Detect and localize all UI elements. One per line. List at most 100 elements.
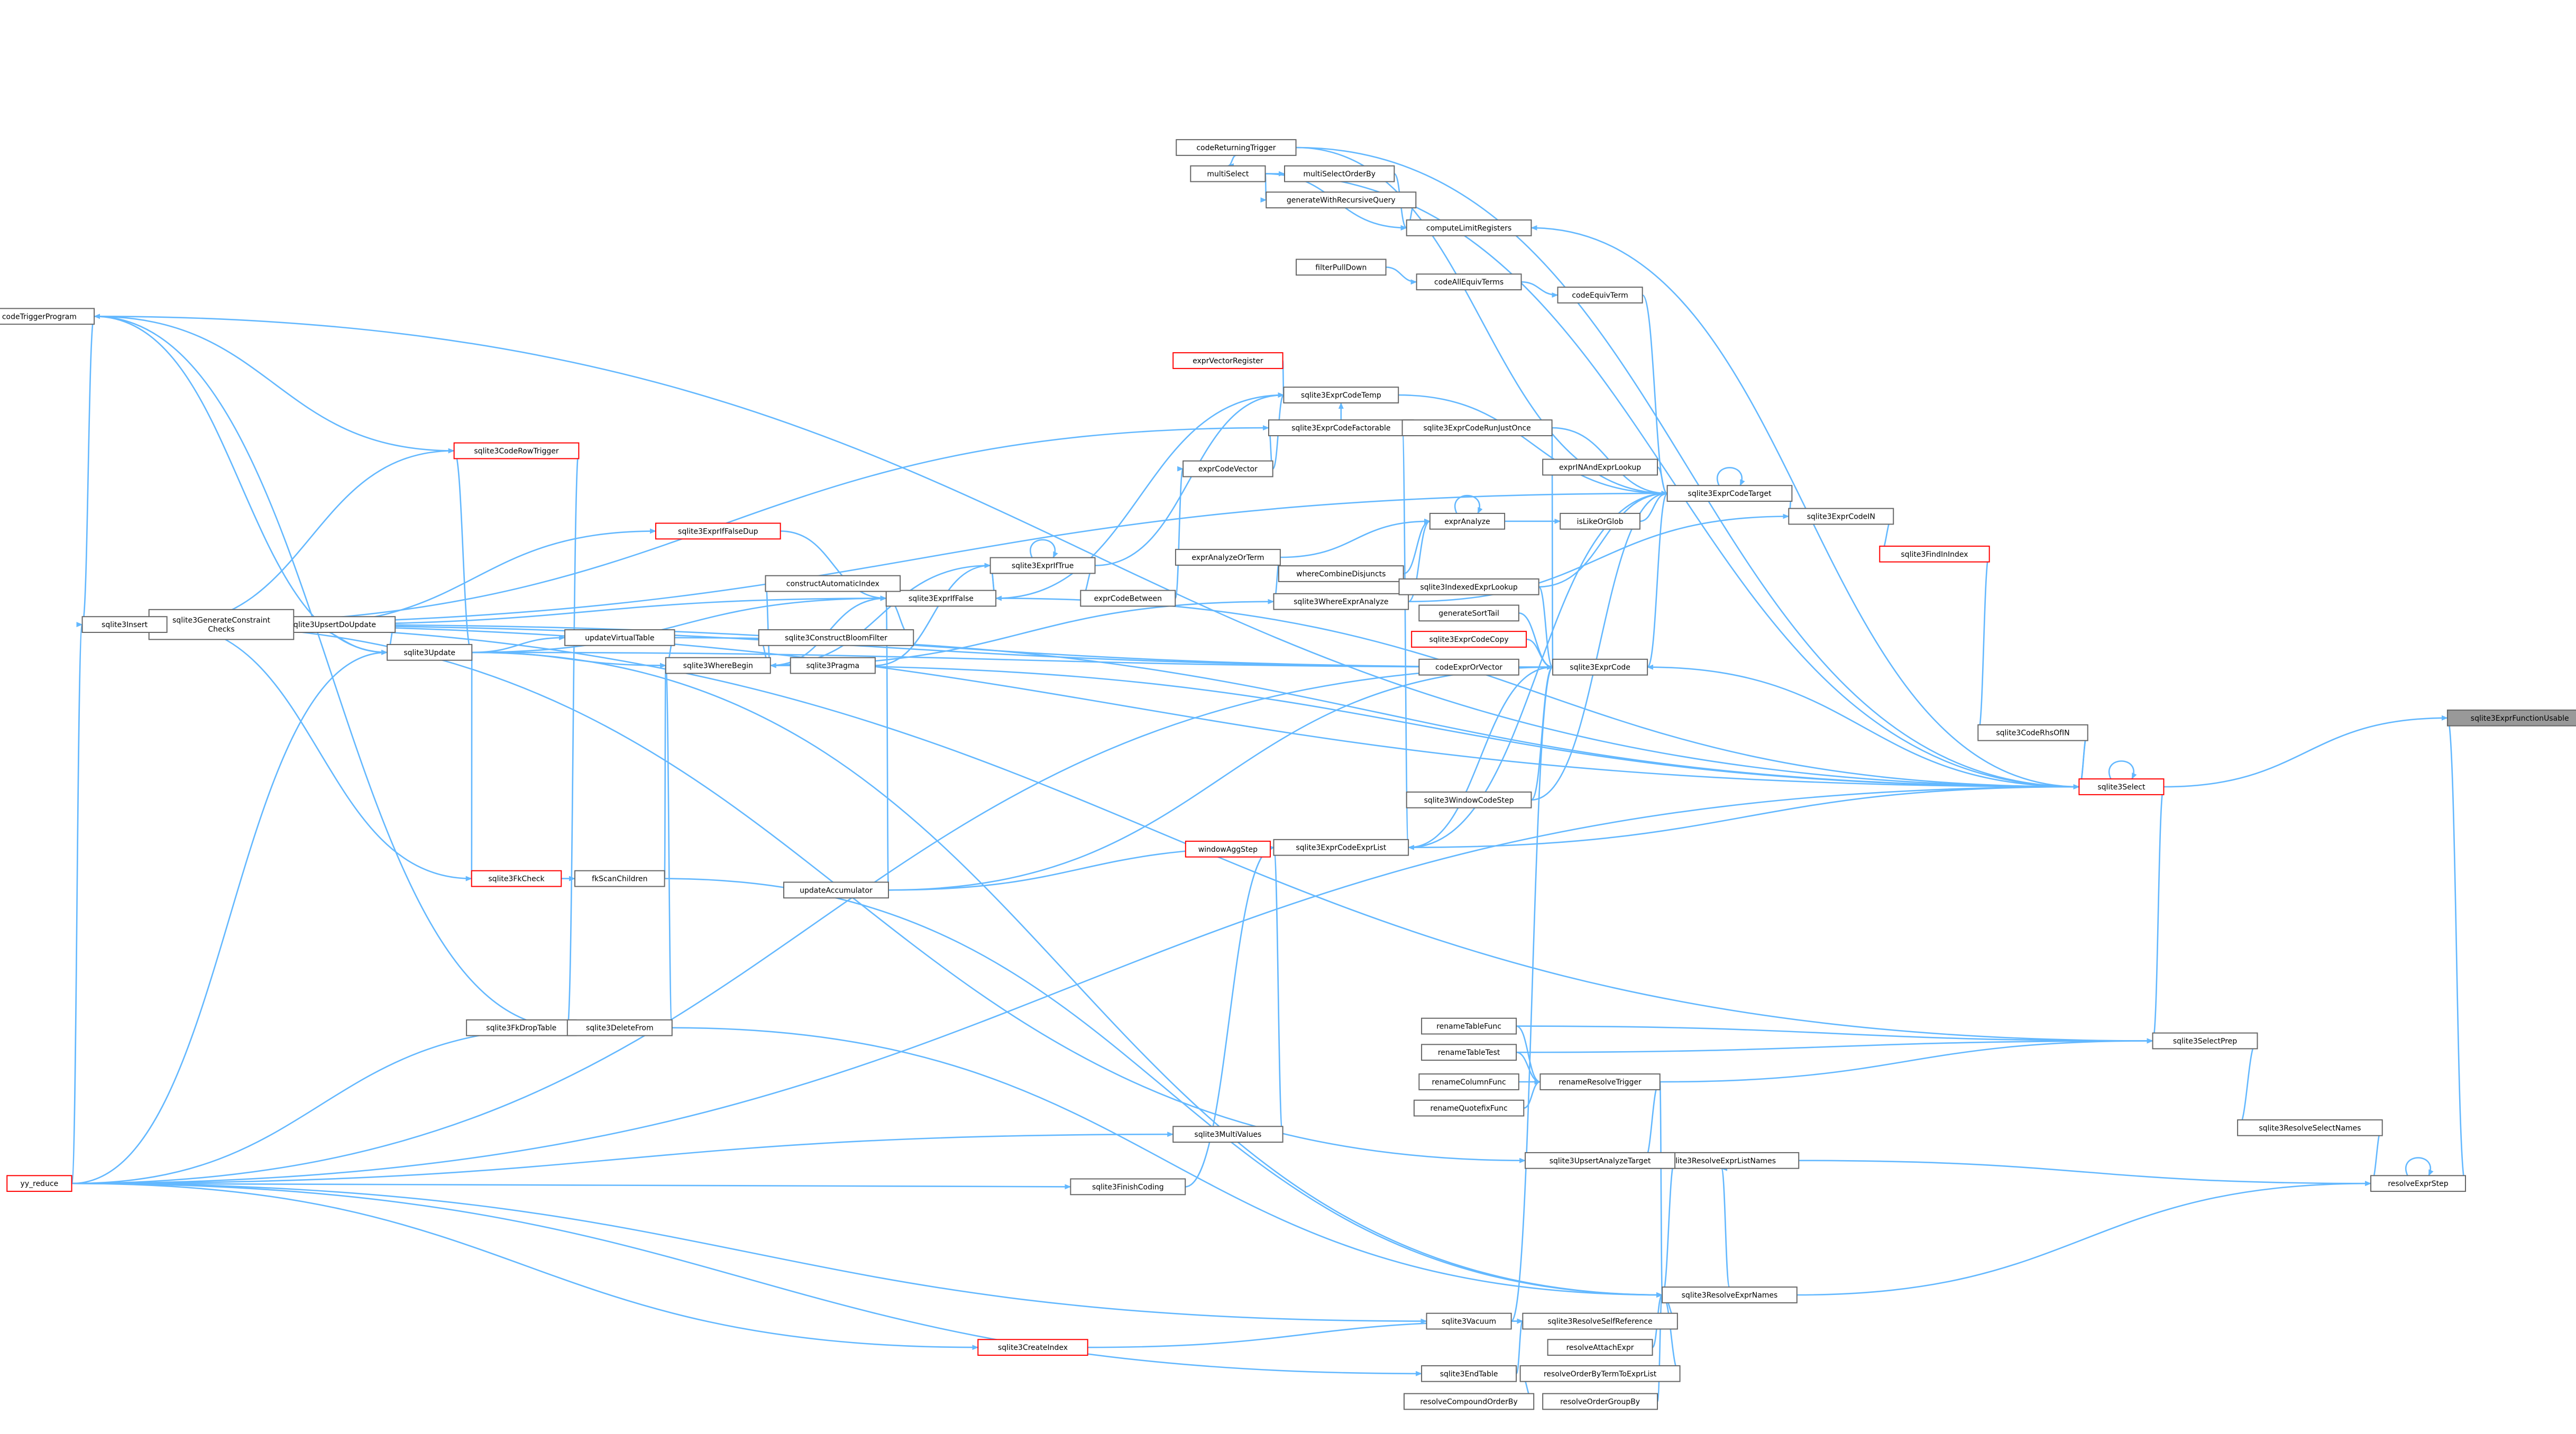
edge-sqlite3Pragma-to-sqlite3ExprIfTrue — [875, 563, 991, 666]
node-resolveCompoundOrderBy[interactable]: resolveCompoundOrderBy — [1403, 1393, 1535, 1410]
node-resolveExprStep[interactable]: resolveExprStep — [2370, 1175, 2467, 1192]
node-sqlite3UpsertAnalyzeTarget[interactable]: sqlite3UpsertAnalyzeTarget — [1525, 1152, 1676, 1169]
node-box — [1429, 512, 1506, 530]
node-label: sqlite3ResolveSelectNames — [2259, 1124, 2361, 1133]
edge-renameResolveTrigger-to-sqlite3ResolveExprListNames — [1643, 1081, 1661, 1163]
node-sqlite3FindInIndex[interactable]: sqlite3FindInIndex — [1879, 545, 1990, 563]
node-box — [1268, 419, 1414, 436]
node-renameResolveTrigger[interactable]: renameResolveTrigger — [1539, 1073, 1661, 1090]
edge-sqlite3Insert-to-sqlite3Select — [167, 623, 2080, 789]
node-sqlite3ExprIfTrue[interactable]: sqlite3ExprIfTrue — [989, 557, 1096, 574]
node-isLikeOrGlob[interactable]: isLikeOrGlob — [1560, 512, 1640, 530]
node-exprAnalyzeOrTerm[interactable]: exprAnalyzeOrTerm — [1175, 549, 1281, 566]
node-label: sqlite3ResolveExprNames — [1682, 1291, 1778, 1300]
edge-sqlite3MultiValues-to-sqlite3ExprCodeExprList — [1273, 845, 1284, 1135]
node-sqlite3WindowCodeStep[interactable]: sqlite3WindowCodeStep — [1406, 791, 1532, 808]
node-yy_reduce[interactable]: yy_reduce — [6, 1175, 72, 1192]
node-sqlite3ExprIfFalseDup[interactable]: sqlite3ExprIfFalseDup — [655, 522, 781, 540]
node-multiSelectOrderBy[interactable]: multiSelectOrderBy — [1284, 165, 1395, 182]
node-sqlite3MultiValues[interactable]: sqlite3MultiValues — [1172, 1126, 1284, 1143]
node-renameColumnFunc[interactable]: renameColumnFunc — [1418, 1073, 1519, 1090]
node-sqlite3WhereBegin[interactable]: sqlite3WhereBegin — [665, 657, 771, 674]
node-box — [1398, 578, 1539, 595]
node-generateWithRecursiveQuery[interactable]: generateWithRecursiveQuery — [1266, 191, 1417, 209]
node-exprCodeBetween[interactable]: exprCodeBetween — [1080, 590, 1176, 607]
node-sqlite3ConstructBloomFilter[interactable]: sqlite3ConstructBloomFilter — [758, 629, 914, 646]
node-sqlite3IndexedExprLookup[interactable]: sqlite3IndexedExprLookup — [1398, 578, 1539, 595]
node-updateAccumulator[interactable]: updateAccumulator — [783, 881, 889, 899]
node-codeEquivTerm[interactable]: codeEquivTerm — [1557, 287, 1643, 304]
node-computeLimitRegisters[interactable]: computeLimitRegisters — [1406, 219, 1532, 236]
node-sqlite3FinishCoding[interactable]: sqlite3FinishCoding — [1070, 1178, 1186, 1196]
node-resolveOrderByTermToExprList[interactable]: resolveOrderByTermToExprList — [1519, 1365, 1681, 1382]
node-sqlite3CodeRhsOfIN[interactable]: sqlite3CodeRhsOfIN — [1977, 724, 2088, 741]
node-sqlite3WhereExprAnalyze[interactable]: sqlite3WhereExprAnalyze — [1273, 593, 1409, 610]
node-renameTableFunc[interactable]: renameTableFunc — [1421, 1017, 1517, 1035]
node-sqlite3ExprIfFalse[interactable]: sqlite3ExprIfFalse — [885, 590, 997, 607]
node-renameQuotefixFunc[interactable]: renameQuotefixFunc — [1413, 1099, 1525, 1117]
node-label: sqlite3WhereBegin — [683, 662, 753, 670]
node-codeExprOrVector[interactable]: codeExprOrVector — [1418, 658, 1519, 676]
node-sqlite3CodeRowTrigger[interactable]: sqlite3CodeRowTrigger — [453, 442, 580, 459]
node-sqlite3ResolveSelectNames[interactable]: sqlite3ResolveSelectNames — [2237, 1119, 2383, 1136]
node-sqlite3Select[interactable]: sqlite3Select — [2078, 778, 2165, 795]
node-exprCodeVector[interactable]: exprCodeVector — [1182, 460, 1273, 477]
node-box — [1411, 631, 1527, 648]
node-resolveAttachExpr[interactable]: resolveAttachExpr — [1547, 1339, 1653, 1356]
edge-yy_reduce-to-sqlite3DeleteFrom — [71, 1025, 568, 1184]
node-sqlite3ExprCodeIN[interactable]: sqlite3ExprCodeIN — [1788, 508, 1894, 525]
node-sqlite3ExprCodeRunJustOnce[interactable]: sqlite3ExprCodeRunJustOnce — [1401, 419, 1553, 436]
node-box — [1406, 791, 1532, 808]
node-exprVectorRegister[interactable]: exprVectorRegister — [1172, 352, 1284, 369]
node-sqlite3CreateIndex[interactable]: sqlite3CreateIndex — [977, 1339, 1088, 1356]
node-constructAutomaticIndex[interactable]: constructAutomaticIndex — [765, 575, 901, 592]
node-sqlite3Pragma[interactable]: sqlite3Pragma — [790, 657, 876, 674]
node-filterPullDown[interactable]: filterPullDown — [1296, 259, 1387, 276]
node-fkScanChildren[interactable]: fkScanChildren — [574, 870, 665, 887]
node-sqlite3ExprCodeExprList[interactable]: sqlite3ExprCodeExprList — [1273, 839, 1409, 856]
edge-yy_reduce-to-sqlite3ExprCode — [71, 664, 1554, 1184]
node-box — [387, 644, 473, 661]
node-windowAggStep[interactable]: windowAggStep — [1185, 840, 1271, 858]
node-updateVirtualTable[interactable]: updateVirtualTable — [564, 629, 675, 646]
node-sqlite3Insert[interactable]: sqlite3Insert — [81, 616, 168, 633]
node-sqlite3Update[interactable]: sqlite3Update — [387, 644, 473, 661]
node-whereCombineDisjuncts[interactable]: whereCombineDisjuncts — [1278, 565, 1404, 582]
node-sqlite3ExprCodeCopy[interactable]: sqlite3ExprCodeCopy — [1411, 631, 1527, 648]
node-label: codeEquivTerm — [1572, 291, 1628, 300]
node-label: sqlite3UpsertDoUpdate — [290, 621, 376, 629]
node-sqlite3EndTable[interactable]: sqlite3EndTable — [1421, 1365, 1517, 1382]
node-sqlite3ExprFunctionUsable[interactable]: sqlite3ExprFunctionUsable — [2446, 709, 2576, 727]
node-multiSelect[interactable]: multiSelect — [1190, 165, 1266, 182]
node-resolveOrderGroupBy[interactable]: resolveOrderGroupBy — [1542, 1393, 1658, 1410]
node-sqlite3SelectPrep[interactable]: sqlite3SelectPrep — [2152, 1032, 2258, 1050]
node-sqlite3ExprCodeFactorable[interactable]: sqlite3ExprCodeFactorable — [1268, 419, 1414, 436]
node-sqlite3ResolveExprNames[interactable]: sqlite3ResolveExprNames — [1662, 1286, 1798, 1303]
node-sqlite3ExprCode[interactable]: sqlite3ExprCode — [1552, 658, 1648, 676]
node-sqlite3ExprCodeTemp[interactable]: sqlite3ExprCodeTemp — [1283, 387, 1399, 403]
node-sqlite3FkDropTable[interactable]: sqlite3FkDropTable — [466, 1019, 577, 1036]
node-box — [758, 629, 914, 646]
node-sqlite3Vacuum[interactable]: sqlite3Vacuum — [1426, 1312, 1512, 1330]
node-generateSortTail[interactable]: generateSortTail — [1418, 604, 1519, 622]
node-codeAllEquivTerms[interactable]: codeAllEquivTerms — [1416, 273, 1522, 291]
node-codeReturningTrigger[interactable]: codeReturningTrigger — [1176, 139, 1297, 156]
node-exprINAndExprLookup[interactable]: exprINAndExprLookup — [1542, 458, 1658, 476]
edge-sqlite3ResolveExprNames-to-sqlite3ResolveExprListNames — [1720, 1166, 1730, 1288]
node-sqlite3ExprCodeTarget[interactable]: sqlite3ExprCodeTarget — [1666, 485, 1793, 502]
edge-multiSelect-to-sqlite3Select — [1265, 173, 2080, 789]
edge-sqlite3ResolveExprListNames-to-resolveExprStep — [1799, 1160, 2371, 1187]
node-sqlite3ResolveSelfReference[interactable]: sqlite3ResolveSelfReference — [1522, 1312, 1678, 1330]
node-renameTableTest[interactable]: renameTableTest — [1421, 1044, 1517, 1061]
node-label: sqlite3Pragma — [806, 662, 859, 670]
node-exprAnalyze[interactable]: exprAnalyze — [1429, 512, 1506, 530]
node-sqlite3DeleteFrom[interactable]: sqlite3DeleteFrom — [566, 1019, 673, 1036]
edge-sqlite3Update-to-sqlite3ResolveExprNames — [472, 651, 1663, 1298]
node-label: codeAllEquivTerms — [1434, 278, 1504, 287]
node-sqlite3FkCheck[interactable]: sqlite3FkCheck — [471, 870, 562, 887]
node-box — [1522, 1312, 1678, 1330]
edge-sqlite3ExprIfFalse-to-sqlite3ExprCodeTemp — [996, 392, 1285, 599]
node-codeTriggerProgram[interactable]: codeTriggerProgram — [0, 308, 95, 325]
edge-sqlite3ExprCodeRunJustOnce-to-sqlite3ExprCode — [1546, 427, 1554, 668]
